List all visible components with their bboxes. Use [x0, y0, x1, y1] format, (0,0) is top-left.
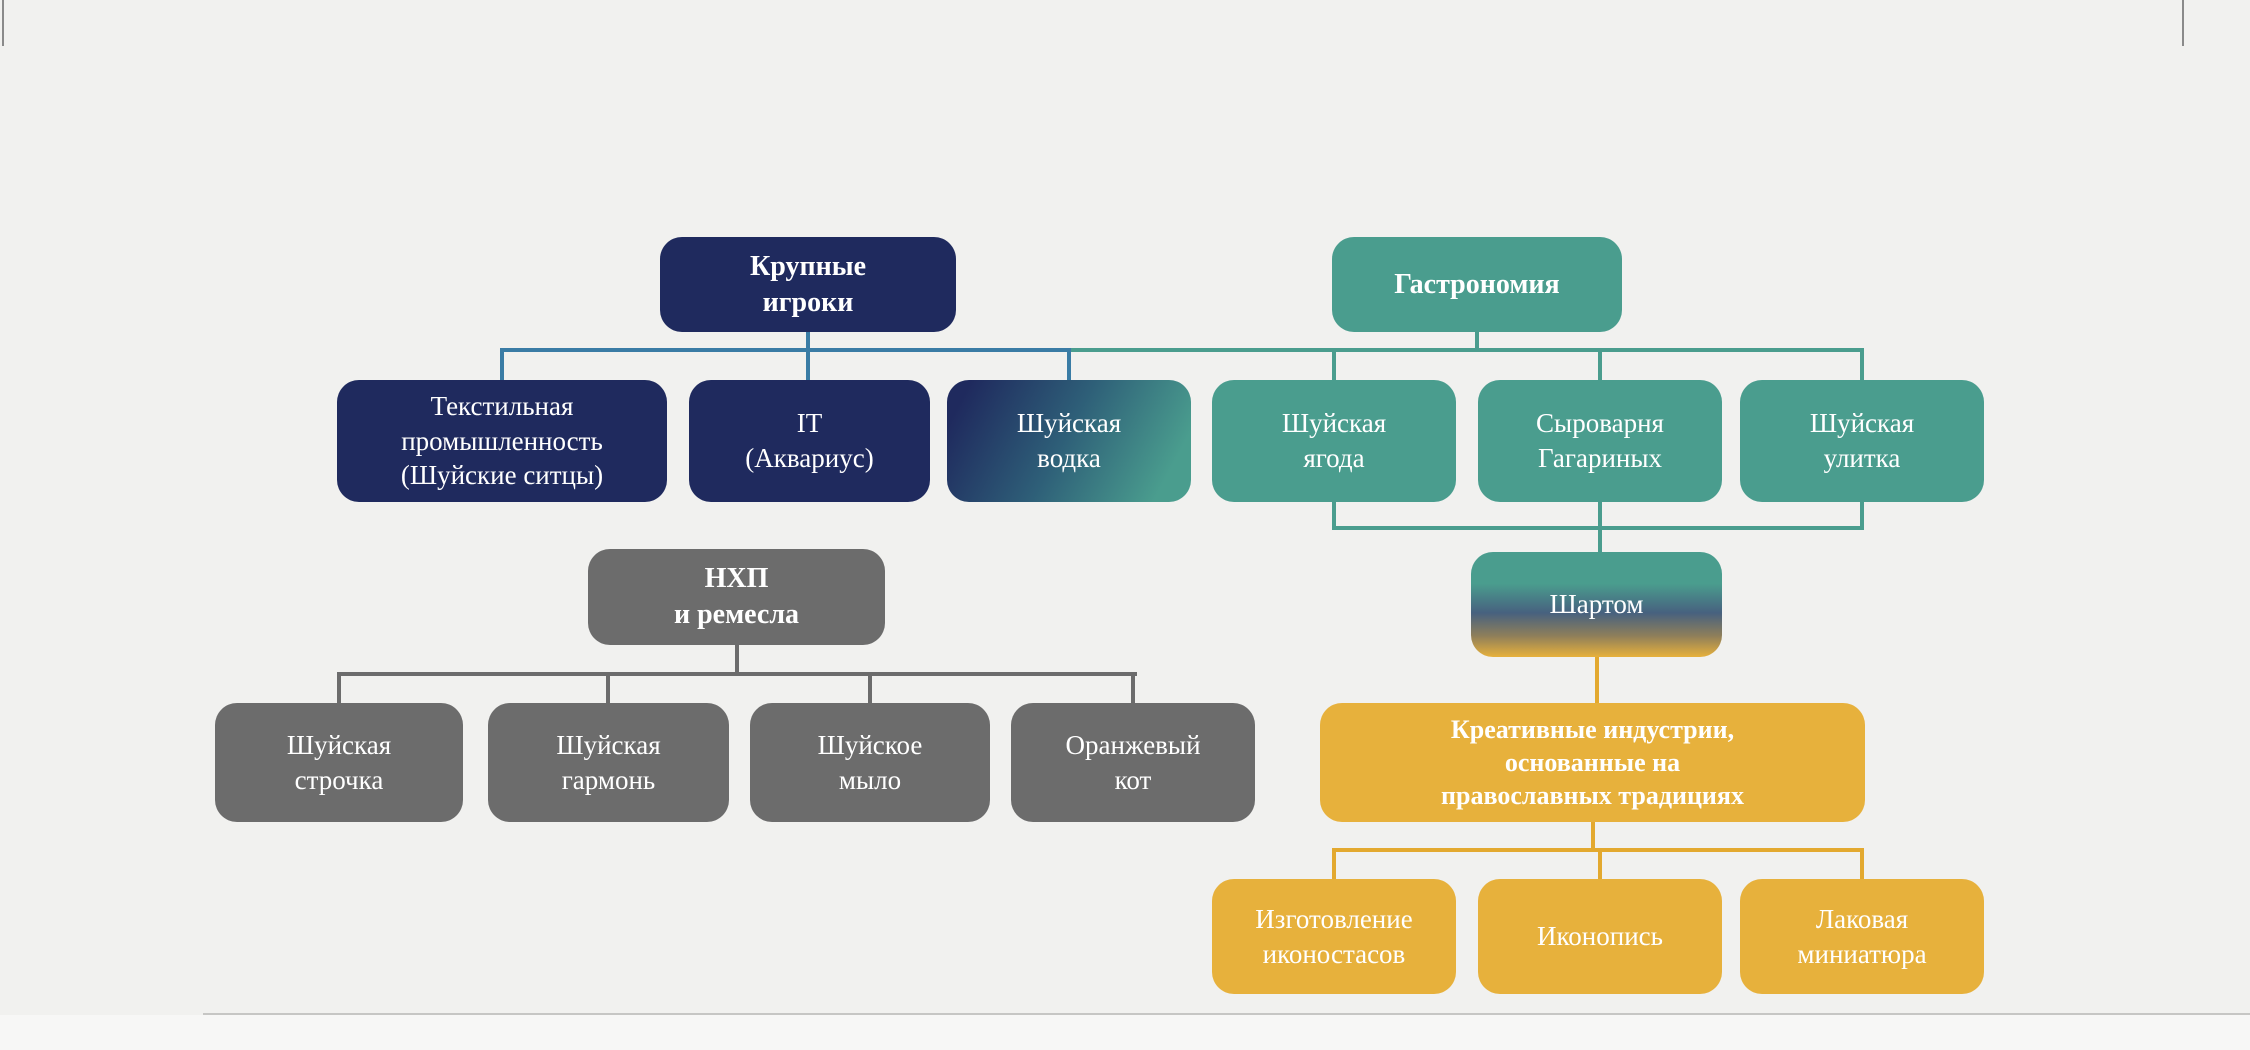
- connector-icon-painting-drop: [1598, 848, 1602, 879]
- connector-gastronomy-horizontal: [1071, 348, 1864, 352]
- node-icon-painting-label: Иконопись: [1537, 921, 1663, 952]
- connector-vodka-drop: [1067, 348, 1071, 380]
- node-shuya-soap: Шуйское мыло: [750, 703, 990, 822]
- connector-major-players-horizontal: [500, 348, 1071, 352]
- connector-snail-drop: [1860, 348, 1864, 380]
- node-it-aquarius-label: IT (Аквариус): [745, 408, 874, 473]
- node-gastronomy: Гастрономия: [1332, 237, 1622, 332]
- node-shartom-label: Шартом: [1549, 589, 1644, 620]
- node-shuya-soap-label: Шуйское мыло: [817, 729, 923, 795]
- node-shuya-snail-label: Шуйская улитка: [1809, 408, 1915, 473]
- connector-textile-drop: [500, 348, 504, 380]
- connector-snail-down: [1860, 502, 1864, 530]
- node-major-players: Крупные игроки: [660, 237, 956, 332]
- node-gagarin-cheese-dairy: Сыроварня Гагариных: [1478, 380, 1722, 502]
- node-orange-cat: Оранжевый кот: [1011, 703, 1255, 822]
- node-gastronomy-label: Гастрономия: [1394, 268, 1560, 300]
- node-shuya-vodka: Шуйская водка: [947, 380, 1191, 502]
- node-gagarin-cheese-dairy-label: Сыроварня Гагариных: [1536, 408, 1664, 473]
- connector-gastronomy-root-drop: [1475, 332, 1479, 348]
- node-lacquer-miniature: Лаковая миниатюра: [1740, 879, 1984, 994]
- node-shuya-vodka-label: Шуйская водка: [1016, 408, 1122, 473]
- connector-shartom-to-creative: [1595, 657, 1599, 703]
- connector-cheese-drop: [1598, 348, 1602, 380]
- node-shuya-berry: Шуйская ягода: [1212, 380, 1456, 502]
- page-edge-mark-right: [2182, 0, 2184, 46]
- connector-crafts-root-drop: [735, 645, 739, 674]
- page-edge-mark-left: [2, 0, 4, 46]
- connector-strochka-drop: [337, 672, 341, 703]
- connector-shartom-drop: [1598, 502, 1602, 552]
- node-textile-industry: Текстильная промышленность (Шуйские ситц…: [337, 380, 667, 502]
- node-creative-industries: Креативные индустрии, основанные на прав…: [1320, 703, 1865, 822]
- connector-lacquer-drop: [1860, 848, 1864, 879]
- node-shuya-snail: Шуйская улитка: [1740, 380, 1984, 502]
- connector-garmon-drop: [606, 672, 610, 703]
- connector-crafts-horizontal: [337, 672, 1137, 676]
- node-iconostasis-making-label: Изготовление иконостасов: [1255, 903, 1413, 969]
- node-it-aquarius: IT (Аквариус): [689, 380, 930, 502]
- node-shuya-berry-label: Шуйская ягода: [1281, 408, 1387, 473]
- node-major-players-label: Крупные игроки: [749, 250, 867, 318]
- node-orange-cat-label: Оранжевый кот: [1065, 729, 1201, 795]
- node-icon-painting: Иконопись: [1478, 879, 1722, 994]
- node-creative-industries-label: Креативные индустрии, основанные на прав…: [1441, 714, 1744, 811]
- connector-soap-drop: [868, 672, 872, 703]
- connector-creative-root-drop: [1591, 822, 1595, 850]
- node-lacquer-miniature-label: Лаковая миниатюра: [1797, 903, 1927, 969]
- node-shuya-garmon-label: Шуйская гармонь: [556, 729, 661, 795]
- node-shuya-strochka-label: Шуйская строчка: [286, 729, 392, 795]
- node-shuya-strochka: Шуйская строчка: [215, 703, 463, 822]
- connector-berry-down: [1332, 502, 1336, 530]
- node-folk-crafts-label: НХП и ремесла: [673, 563, 800, 630]
- bottom-divider-line: [203, 1013, 2250, 1015]
- connector-berry-drop: [1332, 348, 1336, 380]
- connector-iconostasis-drop: [1332, 848, 1336, 879]
- connector-major-players-root-drop: [806, 332, 810, 380]
- bottom-strip: [0, 1015, 2250, 1050]
- node-shuya-garmon: Шуйская гармонь: [488, 703, 729, 822]
- node-folk-crafts: НХП и ремесла: [588, 549, 885, 645]
- node-textile-industry-label: Текстильная промышленность (Шуйские ситц…: [400, 391, 604, 491]
- node-shartom: Шартом: [1471, 552, 1722, 657]
- connector-orange-cat-drop: [1131, 672, 1135, 703]
- node-iconostasis-making: Изготовление иконостасов: [1212, 879, 1456, 994]
